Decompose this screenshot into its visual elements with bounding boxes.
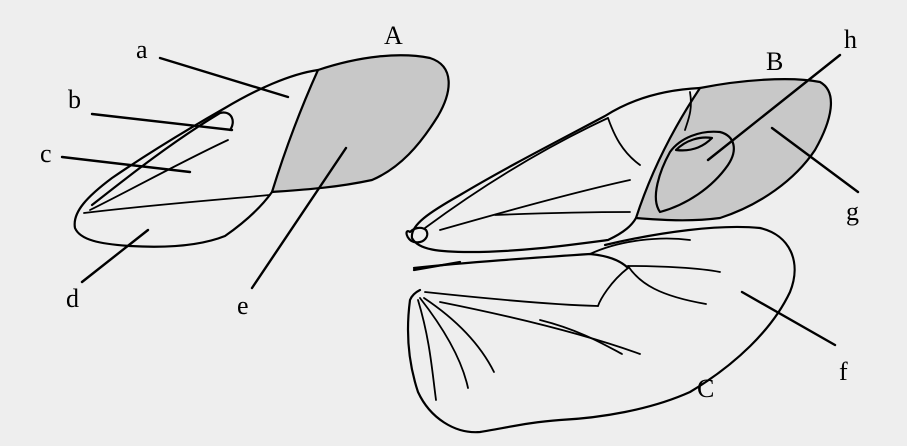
label-part-b: b — [68, 85, 81, 114]
label-wing-b: B — [766, 47, 783, 76]
label-part-d: d — [66, 284, 79, 313]
label-part-h: h — [844, 25, 857, 54]
label-part-a: a — [136, 35, 148, 64]
label-part-e: e — [237, 291, 249, 320]
label-part-g: g — [846, 197, 859, 226]
label-part-c: c — [40, 139, 52, 168]
label-wing-c: C — [697, 374, 714, 403]
label-wing-a: A — [384, 21, 403, 50]
label-part-f: f — [839, 357, 848, 386]
